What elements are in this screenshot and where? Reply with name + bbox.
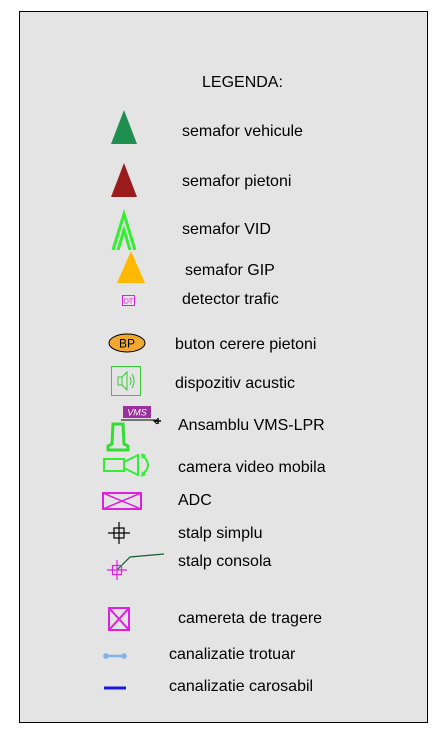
- legend-label: camera video mobila: [178, 459, 326, 476]
- sidewalk-duct-icon: [103, 652, 127, 660]
- legend-label: dispozitiv acustic: [175, 375, 296, 392]
- legend-label: semafor VID: [182, 221, 271, 238]
- legend-label: camereta de tragere: [178, 610, 323, 627]
- legend-label: ADC: [178, 492, 212, 509]
- bp-ellipse-icon: BP: [108, 333, 146, 353]
- legend-label: semafor GIP: [185, 262, 275, 279]
- red-triangle-icon: [111, 163, 137, 197]
- legend-label: Ansamblu VMS-LPR: [178, 417, 325, 434]
- legend-label: detector trafic: [182, 291, 279, 308]
- legend-label: buton cerere pietoni: [175, 336, 317, 353]
- legend-title: LEGENDA:: [202, 74, 283, 91]
- vms-lpr-icon: VMS: [106, 406, 165, 452]
- speaker-box-icon: [111, 366, 141, 396]
- bp-badge: BP: [119, 337, 135, 351]
- dt-badge: DT: [124, 299, 134, 306]
- orange-triangle-icon: [117, 251, 145, 283]
- crossed-square-icon: [108, 607, 130, 631]
- camera-icon: [103, 451, 159, 479]
- pole-crosshair-icon: [108, 522, 130, 544]
- green-triangle-icon: [111, 110, 137, 144]
- legend-label: stalp simplu: [178, 525, 263, 542]
- dt-box-icon: DT: [122, 295, 135, 306]
- road-duct-icon: [104, 685, 126, 691]
- legend-panel: LEGENDA: semafor vehicule semafor pieton…: [19, 11, 428, 723]
- double-chevron-icon: [111, 208, 137, 251]
- legend-label: stalp consola: [178, 553, 272, 570]
- vms-badge: VMS: [127, 408, 147, 418]
- legend-label: semafor pietoni: [182, 173, 292, 190]
- pole-console-icon: [106, 545, 170, 581]
- crossed-rectangle-icon: [102, 492, 142, 510]
- legend-label: canalizatie carosabil: [169, 678, 314, 695]
- legend-label: semafor vehicule: [182, 123, 303, 140]
- legend-label: canalizatie trotuar: [169, 646, 296, 663]
